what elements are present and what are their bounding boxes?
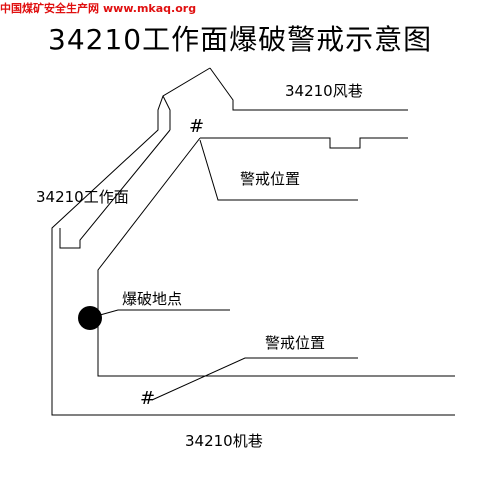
machine-roadway-label: 34210机巷 xyxy=(185,432,263,450)
guard-bottom-label: 警戒位置 xyxy=(265,334,326,352)
guard-top-label: 警戒位置 xyxy=(240,170,301,188)
blast-point-leader xyxy=(99,309,230,316)
return-roadway-top-edge xyxy=(209,67,408,111)
guard-bottom-leader xyxy=(151,357,358,401)
diagram-title: 34210工作面爆破警戒示意图 xyxy=(48,23,433,56)
guard-symbol-bottom: # xyxy=(140,388,156,409)
blast-point-marker xyxy=(78,306,102,330)
blast-point-label: 爆破地点 xyxy=(122,290,183,308)
watermark-url: www.mkaq.org xyxy=(103,2,197,15)
return-roadway-step xyxy=(162,95,171,130)
watermark-site-name: 中国煤矿安全生产网 xyxy=(0,2,99,15)
return-roadway-bottom-edge xyxy=(200,137,408,149)
outer-boundary-line xyxy=(51,67,455,416)
guard-symbol-top: # xyxy=(189,116,205,137)
guard-top-leader xyxy=(199,139,358,201)
site-watermark: 中国煤矿安全生产网 www.mkaq.org xyxy=(0,0,196,16)
working-face-inner-edge xyxy=(59,129,171,249)
return-roadway-label: 34210风巷 xyxy=(285,82,363,100)
working-face-label: 34210工作面 xyxy=(36,188,129,206)
